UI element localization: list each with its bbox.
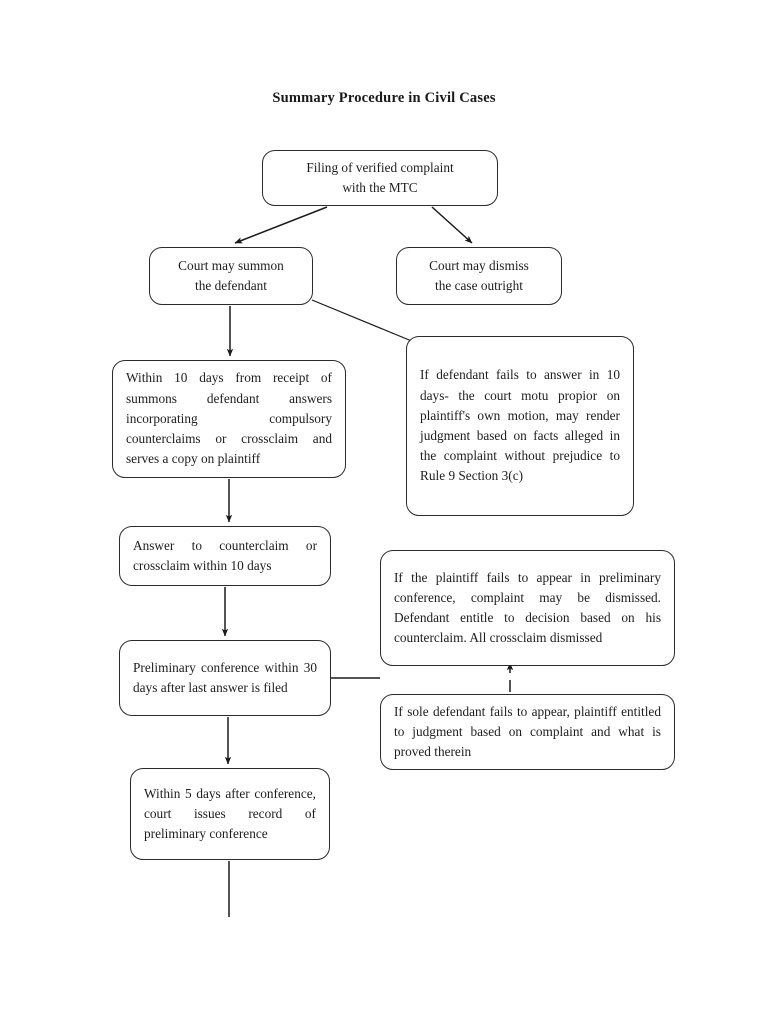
edge-filing-to-dismiss	[431, 206, 473, 244]
node-defendant-fails-to-answer[interactable]: If defendant fails to answer in 10 days-…	[406, 336, 634, 516]
node-within-10-days-answer[interactable]: Within 10 days from receipt of summons d…	[112, 360, 346, 478]
node-filing-of-verified-complaint[interactable]: Filing of verified complaint with the MT…	[262, 150, 498, 206]
node-label: If defendant fails to answer in 10 days-…	[420, 367, 624, 484]
node-court-may-summon[interactable]: Court may summon the defendant	[149, 247, 313, 305]
node-within-5-days-record[interactable]: Within 5 days after conference, court is…	[130, 768, 330, 860]
page-title: Summary Procedure in Civil Cases	[272, 90, 496, 106]
node-label: Filing of verified complaint with the MT…	[306, 159, 454, 195]
node-court-may-dismiss[interactable]: Court may dismiss the case outright	[396, 247, 562, 305]
node-answer-to-counterclaim[interactable]: Answer to counterclaim or crossclaim wit…	[119, 526, 331, 586]
node-label: Court may dismiss the case outright	[429, 257, 529, 293]
edge-summon-to-faildefault	[311, 299, 415, 343]
node-label: If the plaintiff fails to appear in prel…	[394, 569, 665, 646]
node-preliminary-conference[interactable]: Preliminary conference within 30 days af…	[119, 640, 331, 716]
node-label: Within 5 days after conference, court is…	[144, 785, 320, 842]
node-label: Within 10 days from receipt of summons d…	[126, 370, 336, 467]
edge-filing-to-summon	[234, 206, 328, 244]
node-sole-defendant-fails-to-appear[interactable]: If sole defendant fails to appear, plain…	[380, 694, 675, 770]
node-label: Answer to counterclaim or crossclaim wit…	[133, 537, 321, 573]
node-plaintiff-fails-to-appear[interactable]: If the plaintiff fails to appear in prel…	[380, 550, 675, 666]
node-label: If sole defendant fails to appear, plain…	[394, 703, 665, 760]
node-label: Court may summon the defendant	[178, 257, 284, 293]
node-label: Preliminary conference within 30 days af…	[133, 659, 321, 695]
